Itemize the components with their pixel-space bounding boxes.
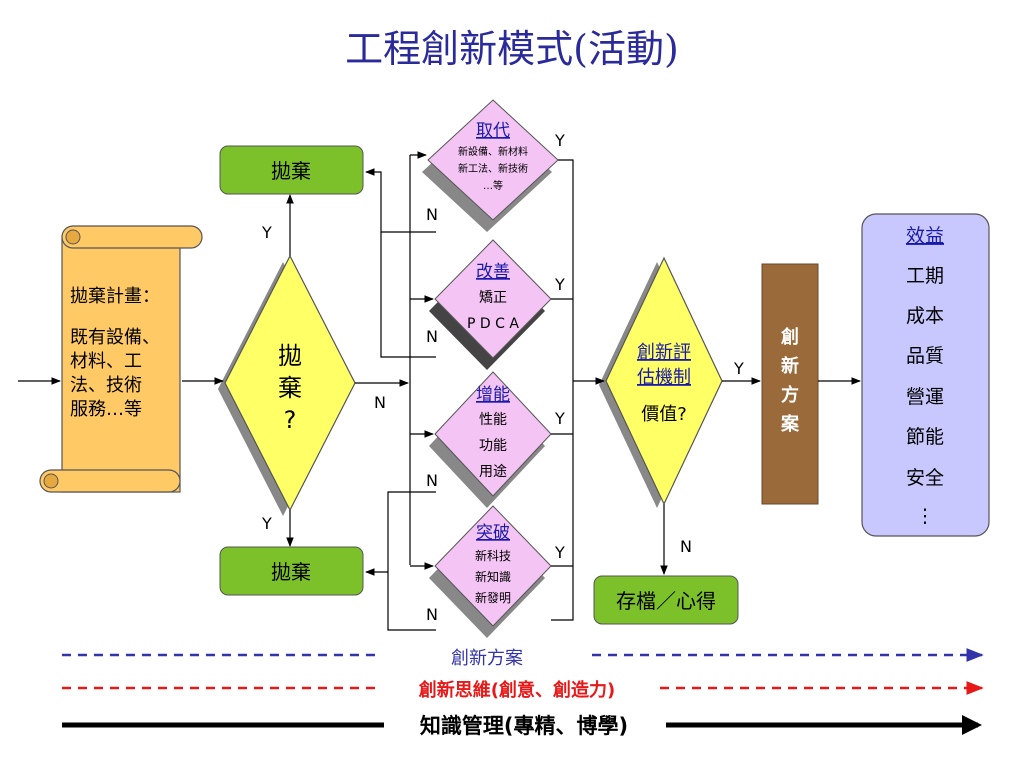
option-breakthrough: 突破 新科技 新知識 新發明	[429, 505, 552, 638]
scroll-line: 服務…等	[70, 399, 142, 420]
solution-char: 新	[781, 355, 799, 377]
decision-char: 棄	[278, 374, 302, 402]
scroll-heading: 拋棄計畫：	[70, 286, 160, 307]
scroll-line: 法、技術	[70, 375, 142, 396]
label-n: N	[680, 537, 692, 556]
label-n: N	[426, 605, 438, 624]
option-line: …等	[483, 179, 503, 192]
option-line: 新發明	[475, 590, 511, 605]
benefit-item: 安全	[906, 467, 944, 489]
option-replace: 取代 新設備、新材料 新工法、新技術 …等	[422, 99, 559, 232]
benefit-item: 品質	[906, 345, 944, 367]
option-improve: 改善 矯正 P D C A	[429, 239, 552, 370]
benefits-box: 效益 工期 成本 品質 營運 節能 安全 ⋮	[861, 213, 990, 537]
label-y: Y	[554, 131, 565, 150]
discard-box-bottom: 拋棄	[219, 546, 364, 596]
page-title: 工程創新模式(活動)	[345, 27, 679, 71]
decision-abandon: 拋 棄 ?	[218, 254, 356, 516]
band-label: 創新思維(創意、創造力)	[418, 679, 615, 701]
archive-box: 存檔／心得	[593, 575, 739, 625]
decision-char: ?	[284, 406, 297, 434]
label-y: Y	[554, 275, 565, 294]
decision-char: 拋	[278, 342, 302, 370]
option-line: 功能	[479, 438, 507, 454]
label-y: Y	[554, 409, 565, 428]
option-line: 新工法、新技術	[458, 162, 528, 175]
solution-char: 方	[781, 384, 799, 406]
band-knowledge-management: 知識管理(專精、博學)	[62, 714, 982, 738]
band-innovative-thinking: 創新思維(創意、創造力)	[62, 679, 984, 701]
benefit-item: 成本	[906, 305, 944, 327]
discard-label: 拋棄	[271, 159, 311, 183]
scroll-line: 既有設備、	[70, 327, 160, 348]
option-line: P D C A	[467, 316, 519, 332]
archive-label: 存檔／心得	[616, 589, 716, 613]
option-line: 新科技	[475, 548, 511, 563]
option-line: 用途	[479, 463, 507, 480]
band-innovation-plan: 創新方案	[62, 648, 984, 669]
discard-label: 拋棄	[271, 560, 311, 584]
solution-char: 案	[780, 413, 800, 435]
band-label: 創新方案	[451, 648, 523, 669]
label-n: N	[426, 327, 438, 346]
connectors	[18, 151, 861, 631]
evaluation-title: 估機制	[637, 367, 691, 388]
option-title: 改善	[476, 262, 510, 282]
label-y: Y	[261, 223, 272, 242]
option-title: 突破	[476, 523, 510, 543]
option-line: 新設備、新材料	[458, 145, 528, 158]
benefit-item: 營運	[906, 386, 944, 408]
label-y: Y	[261, 514, 272, 533]
evaluation-title: 創新評	[637, 342, 691, 363]
benefits-title: 效益	[906, 225, 944, 247]
evaluation-value: 價值?	[641, 404, 687, 425]
option-line: 性能	[479, 412, 507, 428]
benefit-item: ⋮	[916, 505, 935, 527]
benefit-item: 節能	[906, 426, 944, 448]
band-label: 知識管理(專精、博學)	[420, 714, 628, 738]
option-enhance: 增能 性能 功能 用途	[429, 371, 552, 508]
discard-box-top: 拋棄	[219, 145, 364, 195]
label-n: N	[374, 393, 386, 412]
abandon-plan-scroll: 拋棄計畫： 既有設備、 材料、工 法、技術 服務…等	[39, 225, 203, 493]
label-y: Y	[554, 543, 565, 562]
benefit-item: 工期	[906, 265, 944, 287]
scroll-line: 材料、工	[70, 351, 142, 372]
option-title: 取代	[476, 121, 510, 141]
label-y: Y	[733, 359, 744, 378]
label-n: N	[426, 205, 438, 224]
solution-box: 創 新 方 案	[761, 263, 819, 505]
decision-evaluation: 創新評 估機制 價值?	[599, 256, 723, 508]
option-title: 增能	[476, 385, 510, 405]
branch-labels: Y Y N Y N Y N Y N Y N Y N	[261, 131, 744, 624]
solution-char: 創	[780, 326, 799, 348]
option-line: 新知識	[475, 569, 511, 584]
option-line: 矯正	[479, 290, 507, 306]
label-n: N	[426, 471, 438, 490]
